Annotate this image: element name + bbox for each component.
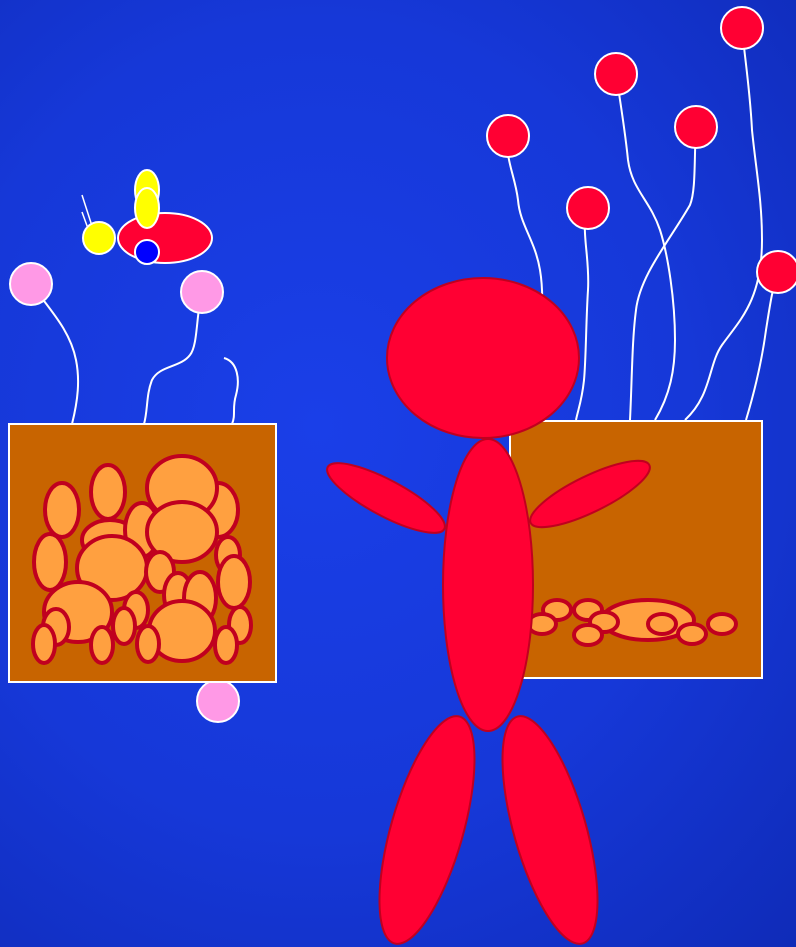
string-right-4 — [630, 127, 696, 420]
flyer-yellow-mid — [135, 188, 159, 228]
flyer-yellow-ball — [83, 222, 115, 254]
pink-balloon-1 — [10, 263, 52, 305]
cell — [113, 608, 135, 644]
red-balloon-3 — [721, 7, 763, 49]
pink-balloon-3 — [197, 680, 239, 722]
string-right-2 — [616, 74, 675, 420]
cell — [215, 627, 237, 663]
cell — [574, 625, 602, 645]
string-right-3 — [685, 28, 762, 420]
figure-right-leg — [483, 707, 617, 947]
small-flyer — [82, 170, 212, 264]
string-right-6 — [746, 272, 778, 420]
cell — [218, 556, 250, 608]
cell — [137, 626, 159, 662]
figure-torso — [443, 439, 533, 731]
cell — [678, 624, 706, 644]
cell — [34, 534, 66, 590]
cell — [648, 614, 676, 634]
flyer-body — [118, 213, 212, 263]
flyer-blue-dot — [135, 240, 159, 264]
cell — [708, 614, 736, 634]
cell — [33, 625, 55, 663]
figure-left-leg — [360, 707, 494, 947]
cell — [45, 483, 79, 537]
cell — [91, 465, 125, 519]
figure-left-arm — [319, 451, 452, 545]
red-balloon-2 — [595, 53, 637, 95]
string-right-5 — [576, 208, 588, 420]
cell — [91, 627, 113, 663]
flyer-line-1 — [82, 195, 92, 226]
red-balloon-4 — [675, 106, 717, 148]
red-balloon-6 — [757, 251, 796, 293]
string-left-3 — [224, 358, 238, 424]
pink-balloon-2 — [181, 271, 223, 313]
figure-head — [387, 278, 579, 438]
string-left-1 — [32, 285, 78, 424]
red-balloon-1 — [487, 115, 529, 157]
red-balloon-5 — [567, 187, 609, 229]
